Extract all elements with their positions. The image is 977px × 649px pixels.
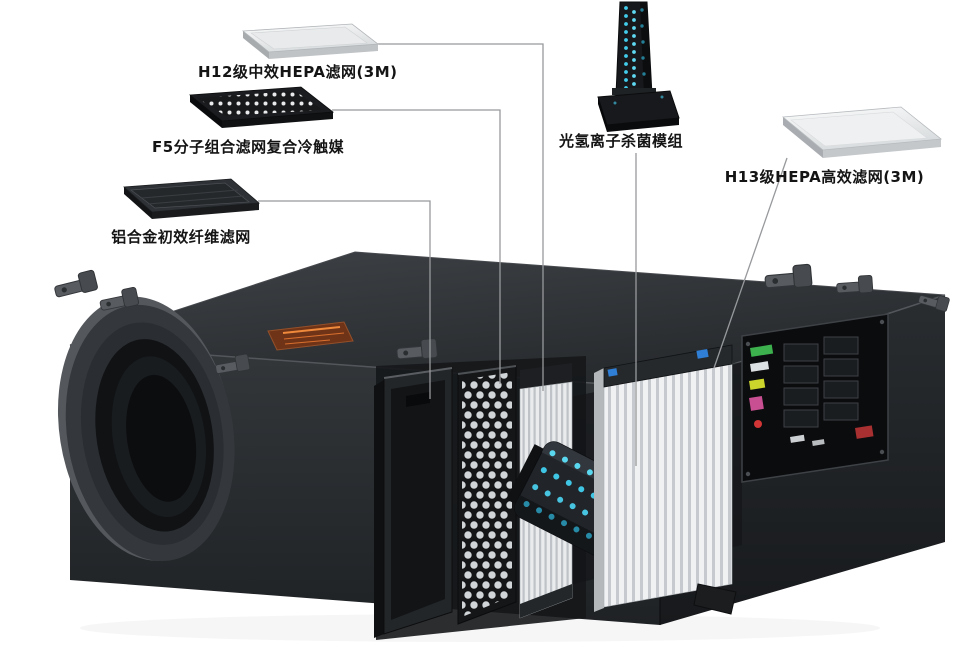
leader-line-h13	[713, 157, 788, 369]
latch-clamp	[51, 269, 99, 300]
latch-clamp	[835, 274, 874, 296]
air-purifier-unit	[51, 251, 951, 640]
h13-pleated-body	[603, 360, 733, 608]
blue-clip	[607, 368, 618, 377]
callout-label-f5-filter: F5分子组合滤网复合冷触媒	[152, 138, 345, 156]
aluminum-filter-thumbnail	[123, 178, 260, 219]
ion-tower-dots	[624, 6, 646, 92]
callout-label-ion-module: 光氢离子杀菌模组	[558, 132, 683, 150]
leader-line-f5	[332, 109, 501, 384]
panel-yellow-label	[749, 378, 766, 390]
callout-label-h12-filter: H12级中效HEPA滤网(3M)	[198, 63, 398, 81]
panel-white-label	[749, 361, 770, 372]
panel-magenta-part	[749, 395, 764, 411]
panel-red-part	[855, 425, 874, 439]
h12-bottom-cap	[520, 584, 572, 618]
latch-clamp	[763, 263, 813, 291]
f5-filter-thumbnail	[188, 86, 335, 128]
ion-module-thumbnail	[597, 1, 680, 132]
f5-honeycomb-filter-pulled	[457, 365, 517, 625]
h12-filter-thumbnail	[241, 23, 380, 59]
nameplate-sticker	[267, 321, 354, 351]
h13-filter-pulled	[594, 344, 733, 612]
filter-handle-slot	[406, 392, 430, 407]
leader-line-h12	[377, 43, 544, 391]
leader-lines	[258, 43, 788, 466]
panel-red-indicator	[754, 420, 762, 428]
blue-clip	[696, 349, 709, 359]
panel-green-label	[750, 344, 774, 357]
aluminum-primary-filter-pulled	[374, 367, 453, 638]
h12-filter-pulled	[519, 363, 573, 619]
h13-side-edge	[594, 368, 604, 612]
leader-line-aluminum	[258, 200, 431, 399]
electrical-control-panel	[741, 313, 889, 483]
h13-filter-thumbnail	[781, 106, 943, 158]
callout-label-h13-filter: H13级HEPA高效滤网(3M)	[724, 168, 925, 186]
unit-foot	[693, 583, 737, 615]
callout-label-aluminum-filter: 铝合金初效纤维滤网	[111, 228, 251, 246]
duct-collar	[57, 296, 235, 562]
